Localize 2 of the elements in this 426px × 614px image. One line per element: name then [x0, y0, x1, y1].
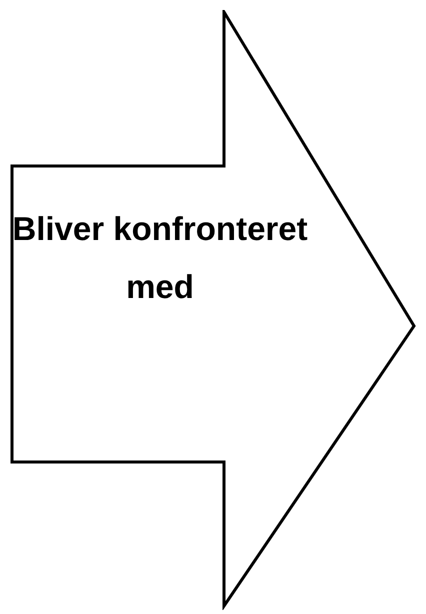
block-arrow	[10, 10, 418, 610]
node-text: Bliver konfronteret med	[11, 209, 309, 307]
